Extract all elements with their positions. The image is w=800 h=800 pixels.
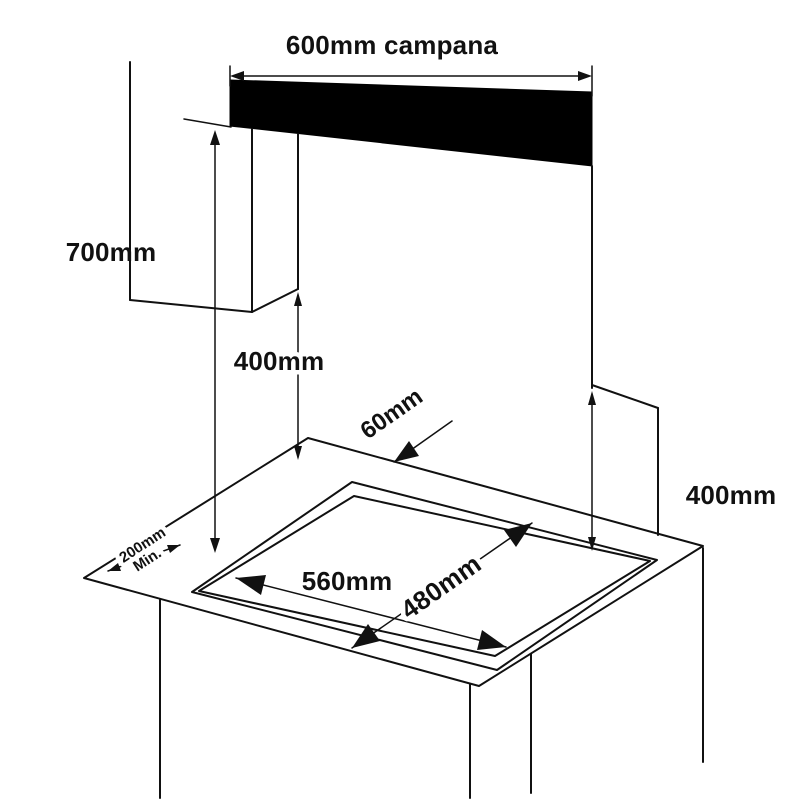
dim-400-left-arrow-top — [294, 292, 302, 306]
hood-underside-edge — [251, 288, 299, 313]
dim-200-arrow-right — [167, 545, 180, 553]
hood-front-band — [229, 79, 593, 167]
dim-600-arrow-left — [230, 71, 244, 81]
gap-60-label: 60mm — [356, 383, 428, 445]
dim-400-right-arrow-top — [588, 391, 596, 405]
dim-400-left-arrow-bottom — [294, 446, 302, 460]
cutout-width-label: 560mm — [302, 566, 393, 596]
height-400-left-label: 400mm — [234, 346, 325, 376]
dim-560-line — [235, 577, 507, 648]
dim-400-right-arrow-bottom — [588, 537, 596, 551]
hood-bottom-leader — [183, 118, 232, 128]
wall-right-corner-edge — [591, 384, 659, 409]
countertop-surface — [83, 437, 704, 687]
dim-200-line — [107, 544, 181, 572]
dim-700-arrow-top — [210, 130, 220, 145]
dim-480-arrow-top — [504, 523, 532, 547]
dim-700-arrow-bottom — [210, 538, 220, 553]
dim-60-arrow — [394, 441, 419, 462]
height-400-right-label: 400mm — [686, 480, 777, 510]
dim-560-arrow-left — [236, 575, 266, 595]
dim-600-arrow-right — [578, 71, 592, 81]
dim-560-arrow-right — [477, 630, 506, 650]
dim-200-arrow-left — [108, 563, 121, 571]
height-700-label: 700mm — [66, 237, 157, 267]
dim-480-arrow-bottom — [352, 624, 380, 648]
cutout-outer-border — [191, 481, 658, 671]
hood-width-label: 600mm campana — [286, 30, 499, 60]
hood-left-bottom-edge — [129, 299, 253, 313]
cutout-inner-border — [198, 495, 651, 657]
cutout-depth-label: 480mm — [395, 548, 486, 625]
dim-480-line — [351, 522, 533, 649]
min-clearance-label: 200mmMin. — [116, 524, 177, 579]
